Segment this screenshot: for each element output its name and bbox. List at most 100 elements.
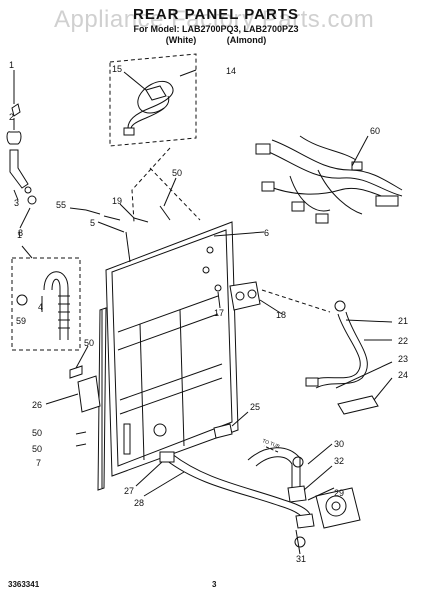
drain-hose-28-b bbox=[171, 453, 311, 525]
drain-hose-inner bbox=[51, 278, 61, 340]
leader-27 bbox=[135, 461, 163, 487]
fitting-3b bbox=[24, 186, 32, 194]
panel-port bbox=[153, 423, 167, 437]
pump-hub bbox=[331, 501, 341, 511]
clamp-30a bbox=[292, 456, 304, 468]
leader-30a bbox=[307, 443, 333, 465]
screw-50c bbox=[75, 431, 87, 435]
leader-23 bbox=[335, 361, 393, 389]
leader-17 bbox=[217, 291, 221, 309]
callout-4: 4 bbox=[38, 302, 43, 312]
water-valve bbox=[214, 281, 331, 315]
leader-8 bbox=[21, 245, 33, 259]
callout-28: 28 bbox=[134, 498, 144, 508]
connector-main bbox=[375, 195, 399, 207]
coupling-32 bbox=[287, 485, 307, 503]
panel-hole-2 bbox=[202, 266, 210, 274]
panel-hole-1 bbox=[206, 246, 214, 254]
callout-23: 23 bbox=[398, 354, 408, 364]
harness-wire-6 bbox=[317, 169, 363, 215]
leader-60 bbox=[351, 135, 369, 167]
harness-wire-5 bbox=[299, 135, 357, 161]
pump-impeller bbox=[325, 495, 347, 517]
hose-22-outer bbox=[313, 313, 361, 381]
leader-25 bbox=[231, 411, 249, 427]
hose-22-inner bbox=[315, 311, 368, 389]
callout-1b: 1 bbox=[17, 230, 22, 240]
leader-14 bbox=[179, 69, 197, 77]
harness-wire-1 bbox=[271, 139, 403, 191]
callout-30a: 30 bbox=[334, 439, 344, 449]
power-cord-box bbox=[109, 53, 197, 147]
leader-50b bbox=[75, 345, 89, 369]
valve-dashed bbox=[261, 289, 331, 313]
callout-59: 59 bbox=[16, 316, 26, 326]
cord-route-dashed bbox=[131, 147, 171, 223]
leader-5 bbox=[97, 221, 125, 233]
power-plug bbox=[123, 127, 135, 136]
leader-3 bbox=[13, 189, 19, 201]
harness-wire-3 bbox=[267, 185, 399, 203]
drain-hose-28-a bbox=[165, 459, 305, 529]
callout-21: 21 bbox=[398, 316, 408, 326]
leader-21 bbox=[345, 319, 393, 323]
tub-hose-outer bbox=[247, 447, 301, 488]
leader-31 bbox=[295, 529, 301, 555]
tub-hose-assembly bbox=[247, 443, 361, 555]
watermark: Appliance Factory Parts.com bbox=[54, 6, 375, 33]
callout-26: 26 bbox=[32, 400, 42, 410]
rear-panel-inner bbox=[111, 229, 233, 467]
callout-50d: 50 bbox=[32, 444, 42, 454]
bracket-5 bbox=[125, 231, 131, 263]
callout-31: 31 bbox=[296, 554, 306, 564]
power-cord-assembly bbox=[109, 53, 197, 147]
screw-55a bbox=[85, 209, 101, 215]
leader-50a bbox=[163, 177, 177, 207]
screw-19 bbox=[133, 217, 149, 223]
connector-c bbox=[291, 201, 305, 212]
coupling-31 bbox=[295, 513, 315, 529]
clamp-30b bbox=[294, 536, 306, 548]
harness-wire-4 bbox=[289, 175, 331, 212]
fasteners-top bbox=[69, 177, 177, 263]
leader-1b bbox=[19, 207, 31, 229]
callout-15: 15 bbox=[112, 64, 122, 74]
callout-24: 24 bbox=[398, 370, 408, 380]
part-25 bbox=[213, 423, 233, 439]
hinge-bracket bbox=[45, 345, 101, 447]
callout-29: 29 bbox=[334, 488, 344, 498]
to-tub-pointer bbox=[263, 445, 279, 453]
callout-3: 3 bbox=[14, 198, 19, 208]
screw-17 bbox=[214, 284, 222, 292]
callout-2: 2 bbox=[9, 112, 14, 122]
color-almond-label: (Almond) bbox=[226, 35, 267, 45]
model-numbers: For Model: LAB2700PQ3, LAB2700PZ3 bbox=[133, 24, 299, 34]
wire-harness bbox=[255, 135, 403, 224]
drain-hose-outline bbox=[43, 271, 69, 340]
panel-rib-3 bbox=[119, 363, 223, 401]
drain-hose-assembly bbox=[135, 451, 311, 529]
left-parts bbox=[6, 70, 37, 229]
callout-19: 19 bbox=[112, 196, 122, 206]
leader-32 bbox=[303, 465, 333, 491]
clamp-21 bbox=[334, 300, 346, 312]
leader-26 bbox=[45, 393, 79, 405]
power-cord-coil-inner bbox=[130, 95, 170, 133]
pressure-hose bbox=[305, 300, 393, 415]
callout-60: 60 bbox=[370, 126, 380, 136]
panel-slot bbox=[123, 423, 131, 455]
power-cord-coil bbox=[127, 80, 174, 136]
callout-32: 32 bbox=[334, 456, 344, 466]
callout-55: 55 bbox=[56, 200, 66, 210]
connector-a bbox=[255, 143, 271, 155]
leader-18 bbox=[259, 299, 283, 315]
screw-50a bbox=[159, 205, 171, 221]
harness-route-dashed bbox=[149, 167, 201, 221]
doc-number: 3363341 bbox=[8, 580, 40, 589]
rear-panel-body bbox=[105, 221, 239, 477]
harness-wire-2 bbox=[263, 149, 403, 197]
tub-hose-inner bbox=[255, 456, 293, 488]
valve-port-a bbox=[235, 291, 245, 301]
callout-6: 6 bbox=[264, 228, 269, 238]
